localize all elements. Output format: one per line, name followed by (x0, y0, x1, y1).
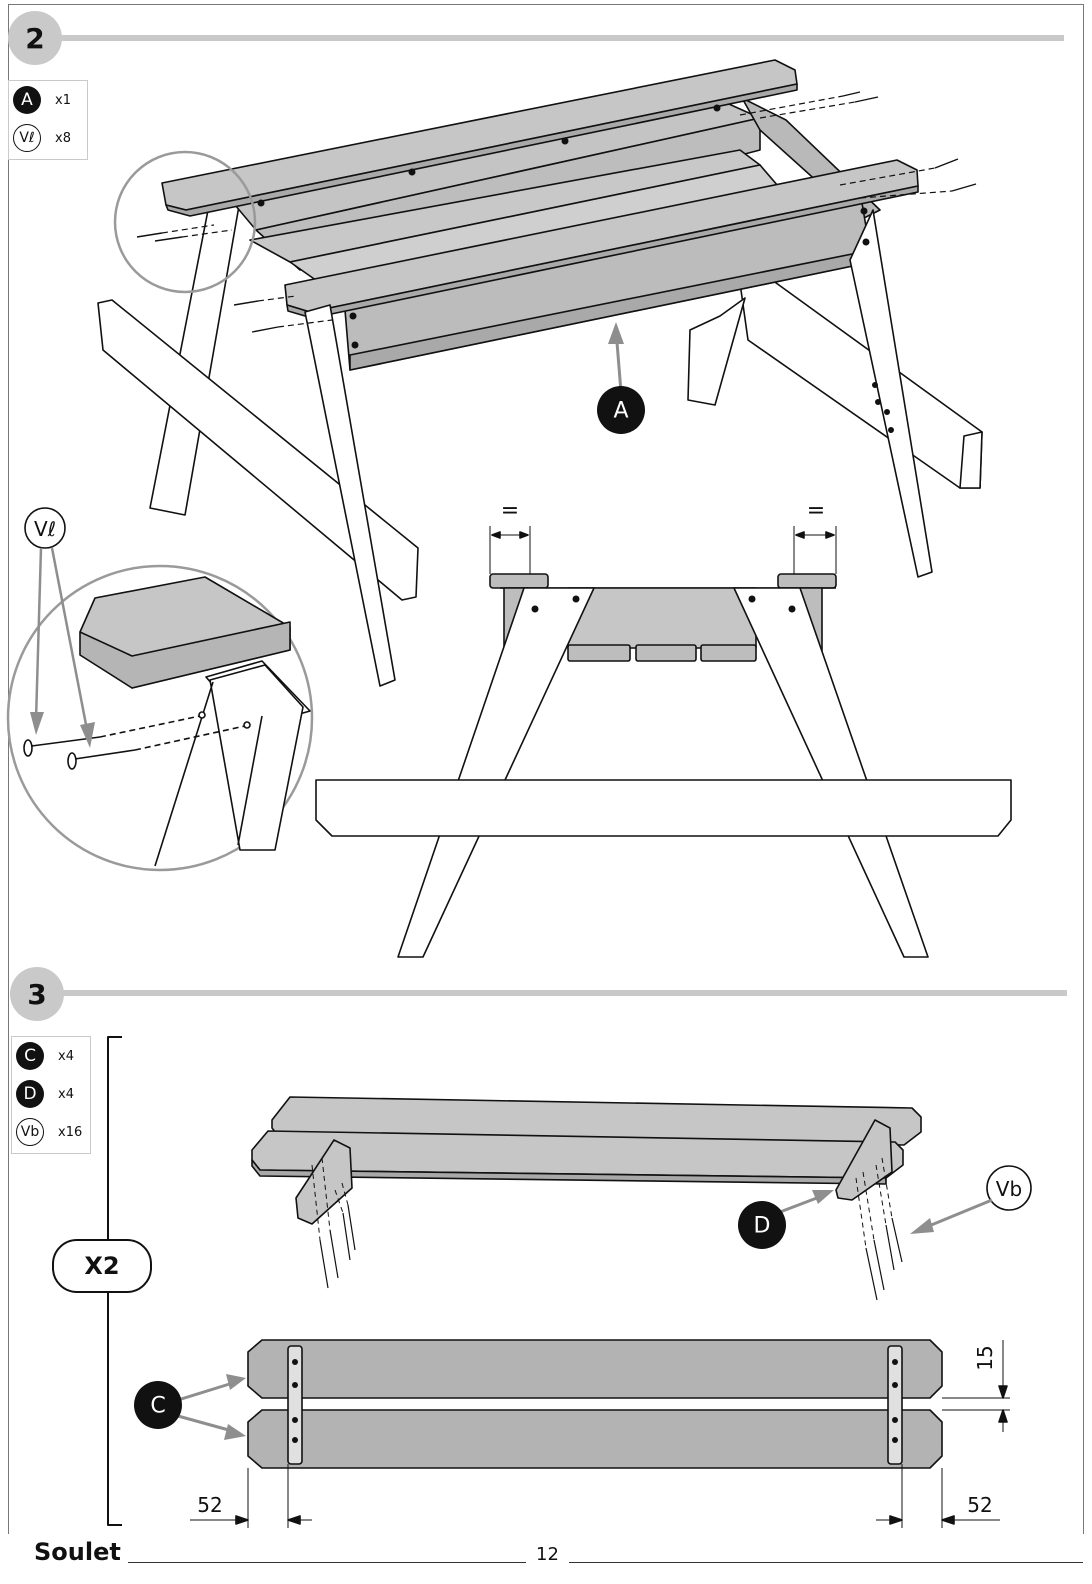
part-vl-qty: x8 (55, 130, 71, 146)
step-3-parts-list: C x4 D x4 Vb x16 (11, 1036, 91, 1154)
callout-d-marker (738, 1201, 786, 1249)
callout-c-marker (134, 1381, 182, 1429)
part-a-qty: x1 (55, 92, 71, 108)
callout-d-label: D (754, 1214, 771, 1239)
back-right-leg (687, 297, 746, 406)
bench-top-view (190, 1339, 1010, 1528)
part-row-vl: Vℓ x8 (9, 119, 87, 157)
callout-vl-marker (24, 507, 66, 549)
part-d-qty: x4 (58, 1086, 74, 1102)
part-c-qty: x4 (58, 1048, 74, 1064)
dimension-right-label: 52 (967, 1493, 992, 1517)
zoom-indicator-circle (113, 150, 257, 294)
step-2-number: 2 (25, 21, 45, 55)
part-a-chip: A (13, 86, 41, 114)
part-c-chip: C (16, 1042, 44, 1070)
step-3-number: 3 (27, 977, 47, 1011)
part-row-d: D x4 (12, 1075, 90, 1113)
callout-a-label: A (613, 399, 628, 424)
part-row-vb: Vb x16 (12, 1113, 90, 1151)
callout-vb-marker (986, 1165, 1032, 1211)
step-2-badge: 2 (8, 11, 62, 65)
part-d-chip: D (16, 1080, 44, 1108)
equal-right-label: = (807, 499, 825, 524)
bench-perspective-view (251, 1096, 922, 1301)
callout-vb-label: Vb (996, 1177, 1022, 1201)
step-3-rule (60, 990, 1067, 996)
page-number: 12 (526, 1544, 569, 1565)
multiplier-label: X2 (84, 1252, 120, 1280)
equal-left-label: = (501, 499, 519, 524)
front-bench-seat (97, 299, 419, 601)
callout-vl-label: Vℓ (34, 517, 56, 541)
dimension-gap-label: 15 (973, 1345, 997, 1370)
callout-a-marker (597, 386, 645, 434)
table-perspective-view (97, 59, 983, 687)
front-right-leg (849, 209, 933, 578)
page-frame (8, 4, 1084, 1534)
zoom-detail-view (6, 564, 314, 872)
part-row-a: A x1 (9, 81, 87, 119)
part-vl-chip: Vℓ (13, 124, 41, 152)
part-vb-chip: Vb (16, 1118, 44, 1146)
front-bench-board (315, 779, 1012, 837)
footer-rule (128, 1562, 1083, 1563)
part-vb-qty: x16 (58, 1124, 83, 1140)
step-2-parts-list: A x1 Vℓ x8 (8, 80, 88, 160)
step-3-badge: 3 (10, 967, 64, 1021)
dimension-left-label: 52 (197, 1493, 222, 1517)
multiplier-badge: X2 (52, 1239, 152, 1293)
table-front-elevation (315, 526, 1012, 958)
brand-logo: Soulet (34, 1538, 121, 1566)
step-2-rule (60, 35, 1064, 41)
callout-c-label: C (150, 1394, 165, 1419)
front-left-leg (304, 304, 396, 687)
part-row-c: C x4 (12, 1037, 90, 1075)
